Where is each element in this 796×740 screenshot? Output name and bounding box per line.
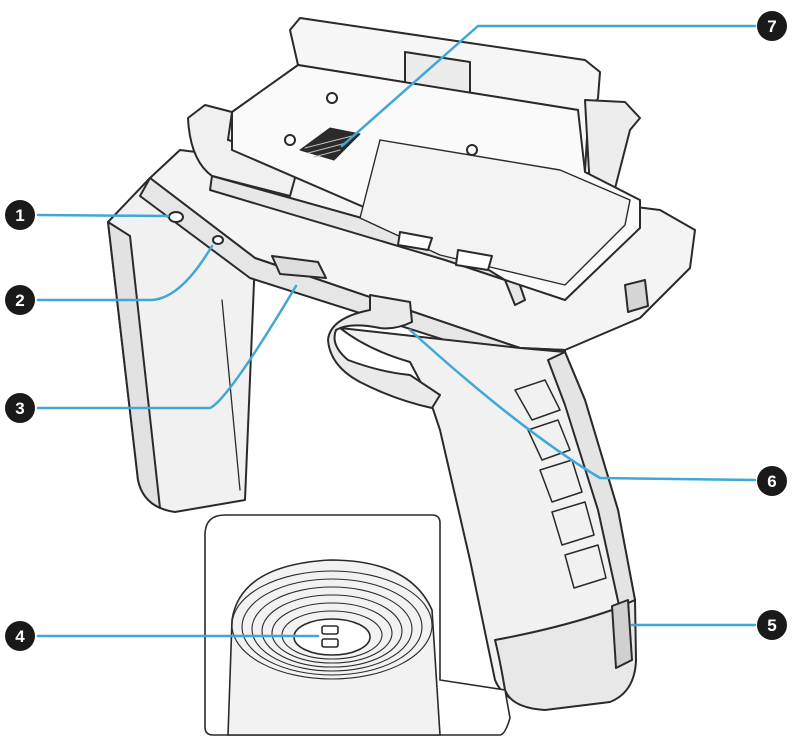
callout-number: 5 bbox=[767, 616, 776, 635]
front-slot-2 bbox=[455, 249, 493, 271]
leader-line-7 bbox=[340, 24, 757, 148]
battery-latch bbox=[611, 599, 633, 669]
callout-number: 7 bbox=[767, 17, 776, 36]
callout-number: 2 bbox=[15, 291, 24, 310]
led-indicator-2 bbox=[212, 235, 224, 245]
callout-badge bbox=[757, 610, 787, 640]
callout-badge bbox=[5, 200, 35, 230]
leader-lines bbox=[36, 24, 757, 638]
grip-ridges bbox=[514, 379, 607, 589]
callout-badge bbox=[5, 393, 35, 423]
callout-number: 6 bbox=[767, 472, 776, 491]
callout-number: 4 bbox=[15, 627, 25, 646]
leader-line-2 bbox=[36, 244, 214, 302]
deck-side-button bbox=[624, 279, 649, 313]
screw-hole-2 bbox=[466, 144, 478, 156]
callout-5: 5 bbox=[757, 610, 787, 640]
callout-7: 7 bbox=[757, 11, 787, 41]
connector-pins bbox=[299, 127, 361, 161]
screw-hole-3 bbox=[284, 134, 296, 146]
head-side-shade bbox=[107, 221, 161, 509]
inset-contour-rings bbox=[231, 570, 433, 680]
front-slot-1 bbox=[397, 231, 433, 251]
callout-3: 3 bbox=[5, 393, 35, 423]
bottom-contact-2 bbox=[321, 638, 339, 648]
callout-number: 3 bbox=[15, 399, 24, 418]
callout-6: 6 bbox=[757, 466, 787, 496]
callout-2: 2 bbox=[5, 285, 35, 315]
callout-badge bbox=[757, 466, 787, 496]
callout-badge bbox=[757, 11, 787, 41]
leader-line-3 bbox=[36, 284, 298, 410]
callout-1: 1 bbox=[5, 200, 35, 230]
bottom-connector-inset bbox=[204, 514, 511, 736]
trigger bbox=[327, 294, 441, 409]
callout-4: 4 bbox=[5, 621, 35, 651]
callout-badge bbox=[5, 621, 35, 651]
device-illustration bbox=[107, 17, 696, 711]
screw-hole-1 bbox=[326, 92, 338, 104]
callout-number: 1 bbox=[15, 206, 24, 225]
head-crease bbox=[221, 299, 241, 491]
leader-line-6 bbox=[408, 328, 757, 482]
led-indicator-1 bbox=[168, 211, 184, 223]
leader-line-1 bbox=[36, 213, 170, 218]
callout-badge bbox=[5, 285, 35, 315]
battery-cap bbox=[494, 599, 637, 711]
side-button bbox=[271, 255, 327, 279]
bottom-contact-1 bbox=[321, 625, 339, 635]
